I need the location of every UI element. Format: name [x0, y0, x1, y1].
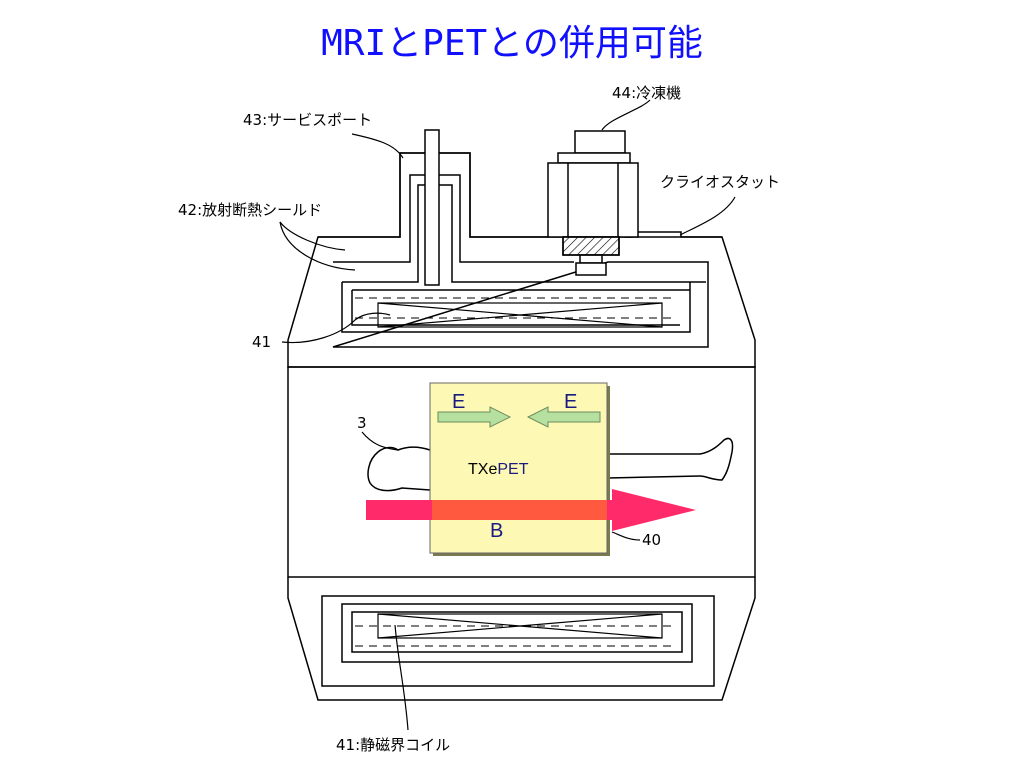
- lower-cryostat: [287, 577, 756, 701]
- leader-coil-upper: [281, 312, 391, 344]
- b-field-arrow: [366, 489, 696, 531]
- patient-outline: [367, 437, 734, 492]
- page-title: MRIとPETとの併用可能: [321, 23, 703, 64]
- service-port-pipe: [424, 129, 440, 286]
- label-patient: 3: [357, 414, 367, 432]
- label-refrigerator: 44:冷凍機: [612, 84, 681, 102]
- label-pet: PET: [497, 461, 528, 478]
- refrigerator: [547, 130, 639, 276]
- label-shield: 42:放射断熱シールド: [178, 201, 322, 219]
- pet-box: [429, 382, 608, 554]
- label-b: B: [490, 520, 503, 542]
- label-txepet: TXePET: [468, 461, 529, 478]
- upper-coil: [377, 302, 663, 328]
- lower-coil: [377, 613, 663, 639]
- label-coil-upper: 41: [252, 333, 271, 351]
- label-txe: TXe: [468, 461, 497, 478]
- leader-shield-1: [279, 221, 346, 251]
- e-arrow-left: [437, 406, 512, 428]
- label-e-right: E: [564, 391, 577, 413]
- leader-refrigerator: [601, 99, 651, 131]
- leader-patient: [361, 431, 399, 451]
- e-arrow-right: [526, 406, 601, 428]
- leader-shield-2: [279, 221, 356, 271]
- leader-cryostat: [679, 196, 736, 236]
- bore-section: [287, 366, 756, 578]
- leader-pet-ring: [611, 531, 641, 541]
- refrigerator-hatch: [562, 236, 620, 256]
- label-pet-ring: 40: [642, 531, 661, 549]
- leader-service-port: [351, 133, 404, 159]
- label-e-left: E: [452, 391, 465, 413]
- label-service-port: 43:サービスポート: [243, 111, 372, 129]
- leader-coil-lower: [394, 624, 409, 731]
- label-coil-lower: 41:静磁界コイル: [336, 736, 450, 754]
- label-cryostat: クライオスタット: [660, 173, 780, 191]
